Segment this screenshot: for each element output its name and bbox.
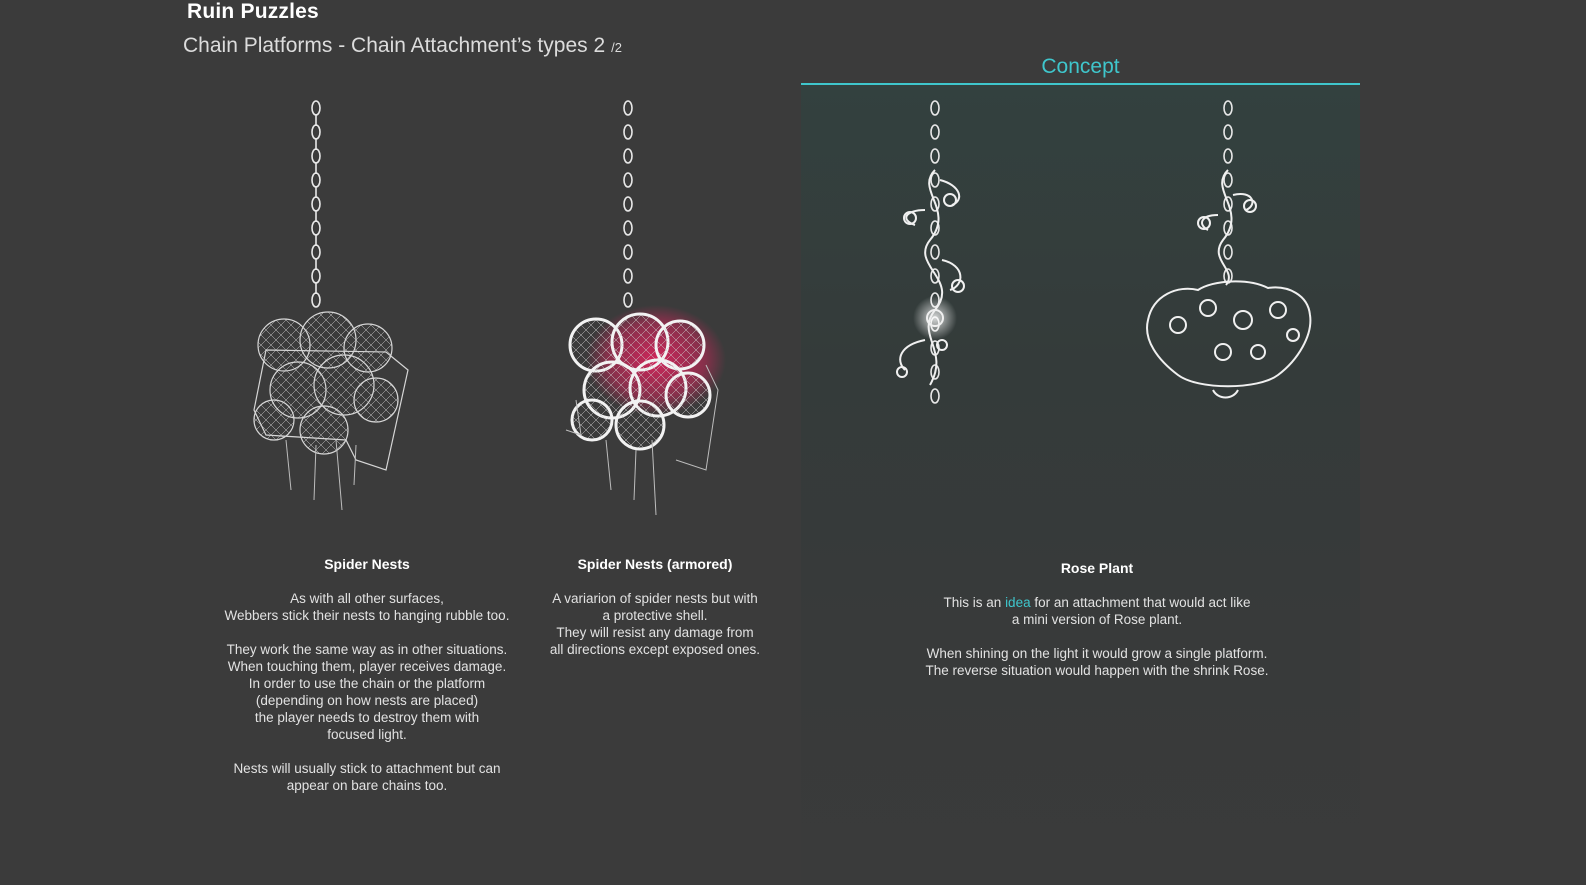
page-title: Ruin Puzzles [187,0,319,23]
subtitle-text: Chain Platforms - Chain Attachment’s typ… [183,34,606,57]
caption-spider-nests: Spider Nests As with all other surfaces,… [211,556,523,811]
armored-nest-cluster [568,312,712,451]
page-indicator: /2 [611,40,622,55]
concept-label: Concept [1041,55,1120,78]
chain [311,100,321,308]
nest-cluster [253,311,409,471]
rose-platform-illustration [1146,100,1312,399]
chain [623,100,633,308]
caption-paragraph: Nests will usually stick to attachment b… [233,761,501,793]
concept-panel [801,84,1360,885]
caption-armored-nests: Spider Nests (armored) A variarion of sp… [530,556,780,675]
caption-rose-plant: Rose Plant This is an idea for an attach… [912,560,1282,696]
caption-paragraph: A variarion of spider nests but with a p… [549,591,761,657]
caption-paragraph: This is an idea for an attachment that w… [912,594,1282,628]
idea-highlight: idea [1005,595,1031,610]
concept-divider [801,83,1360,85]
rose-vine-illustration [896,100,965,404]
page-subtitle: Chain Platforms - Chain Attachment’s typ… [183,34,622,58]
caption-paragraph: They work the same way as in other situa… [226,642,508,742]
armored-nests-illustration [565,100,726,516]
caption-title: Rose Plant [1060,560,1134,576]
caption-text: This is an [943,595,1006,610]
caption-title: Spider Nests (armored) [577,556,733,572]
caption-paragraph: When shining on the light it would grow … [925,646,1269,678]
caption-paragraph: As with all other surfaces, Webbers stic… [224,591,510,623]
caption-title: Spider Nests [324,556,410,572]
spider-nests-illustration [253,100,409,511]
caption-text: for an attachment that would act like a … [1011,595,1251,627]
